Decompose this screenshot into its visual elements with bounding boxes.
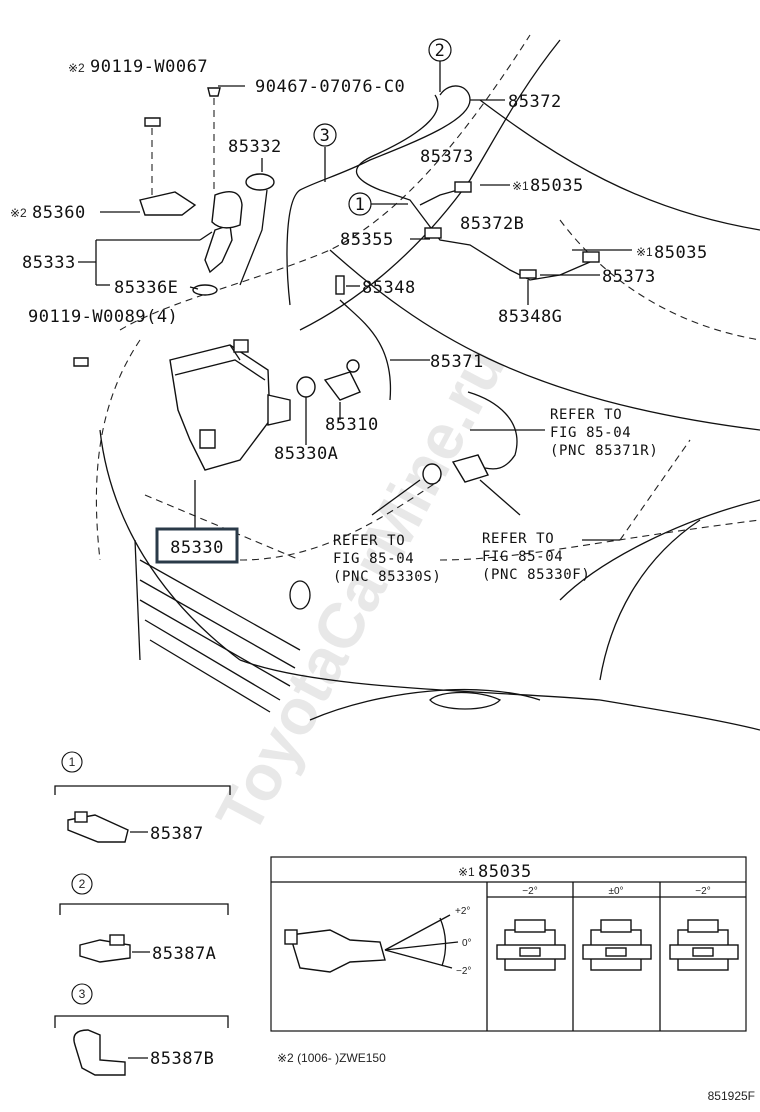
mark-85035-a: ※1 xyxy=(512,179,529,193)
mark-90119-w0067: ※2 xyxy=(68,61,85,75)
label-85373-b: 85373 xyxy=(602,267,656,287)
mark-85360: ※2 xyxy=(10,206,27,220)
jet-nozzle-2 xyxy=(582,251,600,263)
legend-item-3: 3 85387B xyxy=(54,983,229,1076)
label-85333: 85333 xyxy=(22,253,76,273)
inset-col3: −2° xyxy=(695,886,710,897)
bolts xyxy=(73,87,221,367)
inset-view-1 xyxy=(496,919,566,971)
legend-part-85387a: 85387A xyxy=(152,944,216,964)
svg-text:(PNC 85371R): (PNC 85371R) xyxy=(550,443,658,459)
label-85330a: 85330A xyxy=(274,444,338,464)
svg-text:3: 3 xyxy=(79,987,86,1001)
label-85372b: 85372B xyxy=(460,214,524,234)
svg-text:1: 1 xyxy=(69,755,76,769)
svg-text:2: 2 xyxy=(79,877,86,891)
label-85332: 85332 xyxy=(228,137,282,157)
svg-text:FIG 85-04: FIG 85-04 xyxy=(333,551,414,567)
tank-cap xyxy=(245,173,275,191)
part-labels: ※2 90119-W0067 90467-07076-C0 85372 8533… xyxy=(10,57,708,464)
legend-part-85387: 85387 xyxy=(150,824,204,844)
label-85372: 85372 xyxy=(508,92,562,112)
inset-view-2 xyxy=(582,919,652,971)
tank-bracket xyxy=(139,191,197,216)
svg-text:(PNC 85330F): (PNC 85330F) xyxy=(482,567,590,583)
svg-text:2: 2 xyxy=(435,41,446,61)
washer-tank xyxy=(169,339,291,471)
inset-title: 85035 xyxy=(478,862,532,882)
inset-mark: ※1 xyxy=(458,865,475,879)
label-85355: 85355 xyxy=(340,230,394,250)
highlighted-part-85330[interactable]: 85330 xyxy=(155,527,239,564)
jet-nozzle xyxy=(454,181,472,193)
label-85336e: 85336E xyxy=(114,278,178,298)
svg-text:FIG 85-04: FIG 85-04 xyxy=(550,425,631,441)
label-85348g: 85348G xyxy=(498,307,562,327)
refer-to-85330s: REFER TO FIG 85-04 (PNC 85330S) xyxy=(333,533,441,585)
label-85348: 85348 xyxy=(362,278,416,298)
svg-text:1: 1 xyxy=(355,195,366,215)
footnote: ※2 (1006- )ZWE150 xyxy=(277,1051,386,1065)
callout-2: 2 xyxy=(428,38,452,62)
mark-85035-b: ※1 xyxy=(636,245,653,259)
figure-code: 851925F xyxy=(708,1089,755,1103)
svg-text:FIG 85-04: FIG 85-04 xyxy=(482,549,563,565)
callout-1: 1 xyxy=(348,192,372,216)
svg-text:(PNC 85330S): (PNC 85330S) xyxy=(333,569,441,585)
label-85310: 85310 xyxy=(325,415,379,435)
leader-lines xyxy=(78,60,691,541)
legend-part-85387b: 85387B xyxy=(150,1049,214,1069)
label-90119-w0089: 90119-W0089(4) xyxy=(28,307,178,327)
label-85330: 85330 xyxy=(170,538,224,558)
inset-angle-bot: −2° xyxy=(456,966,471,977)
refer-to-85330f: REFER TO FIG 85-04 (PNC 85330F) xyxy=(482,531,590,583)
legend-item-1: 1 85387 xyxy=(54,751,231,844)
hose-clamp xyxy=(424,227,442,239)
inset-angle-mid: 0° xyxy=(462,938,472,949)
label-85035-a: 85035 xyxy=(530,176,584,196)
callout-3: 3 xyxy=(313,123,337,147)
nozzle-joint xyxy=(335,275,345,295)
inset-85035: ※1 85035 −2° ±0° −2° +2° 0° −2° xyxy=(270,856,747,1032)
label-90119-w0067: 90119-W0067 xyxy=(90,57,208,77)
svg-text:3: 3 xyxy=(320,126,331,146)
svg-text:REFER TO: REFER TO xyxy=(333,533,405,549)
filler-neck xyxy=(192,191,243,296)
inset-angle-top: +2° xyxy=(455,906,470,917)
label-85360: 85360 xyxy=(32,203,86,223)
label-90467-07076-c0: 90467-07076-C0 xyxy=(255,77,405,97)
label-85035-b: 85035 xyxy=(654,243,708,263)
inset-col2: ±0° xyxy=(608,886,623,897)
legend-item-2: 2 85387A xyxy=(59,873,229,964)
svg-text:REFER TO: REFER TO xyxy=(550,407,622,423)
inset-view-3 xyxy=(669,919,739,971)
inset-col1: −2° xyxy=(522,886,537,897)
svg-text:REFER TO: REFER TO xyxy=(482,531,554,547)
refer-to-85371r: REFER TO FIG 85-04 (PNC 85371R) xyxy=(550,407,658,459)
label-85371: 85371 xyxy=(430,352,484,372)
hose-joint xyxy=(519,269,537,279)
label-85373-a: 85373 xyxy=(420,147,474,167)
